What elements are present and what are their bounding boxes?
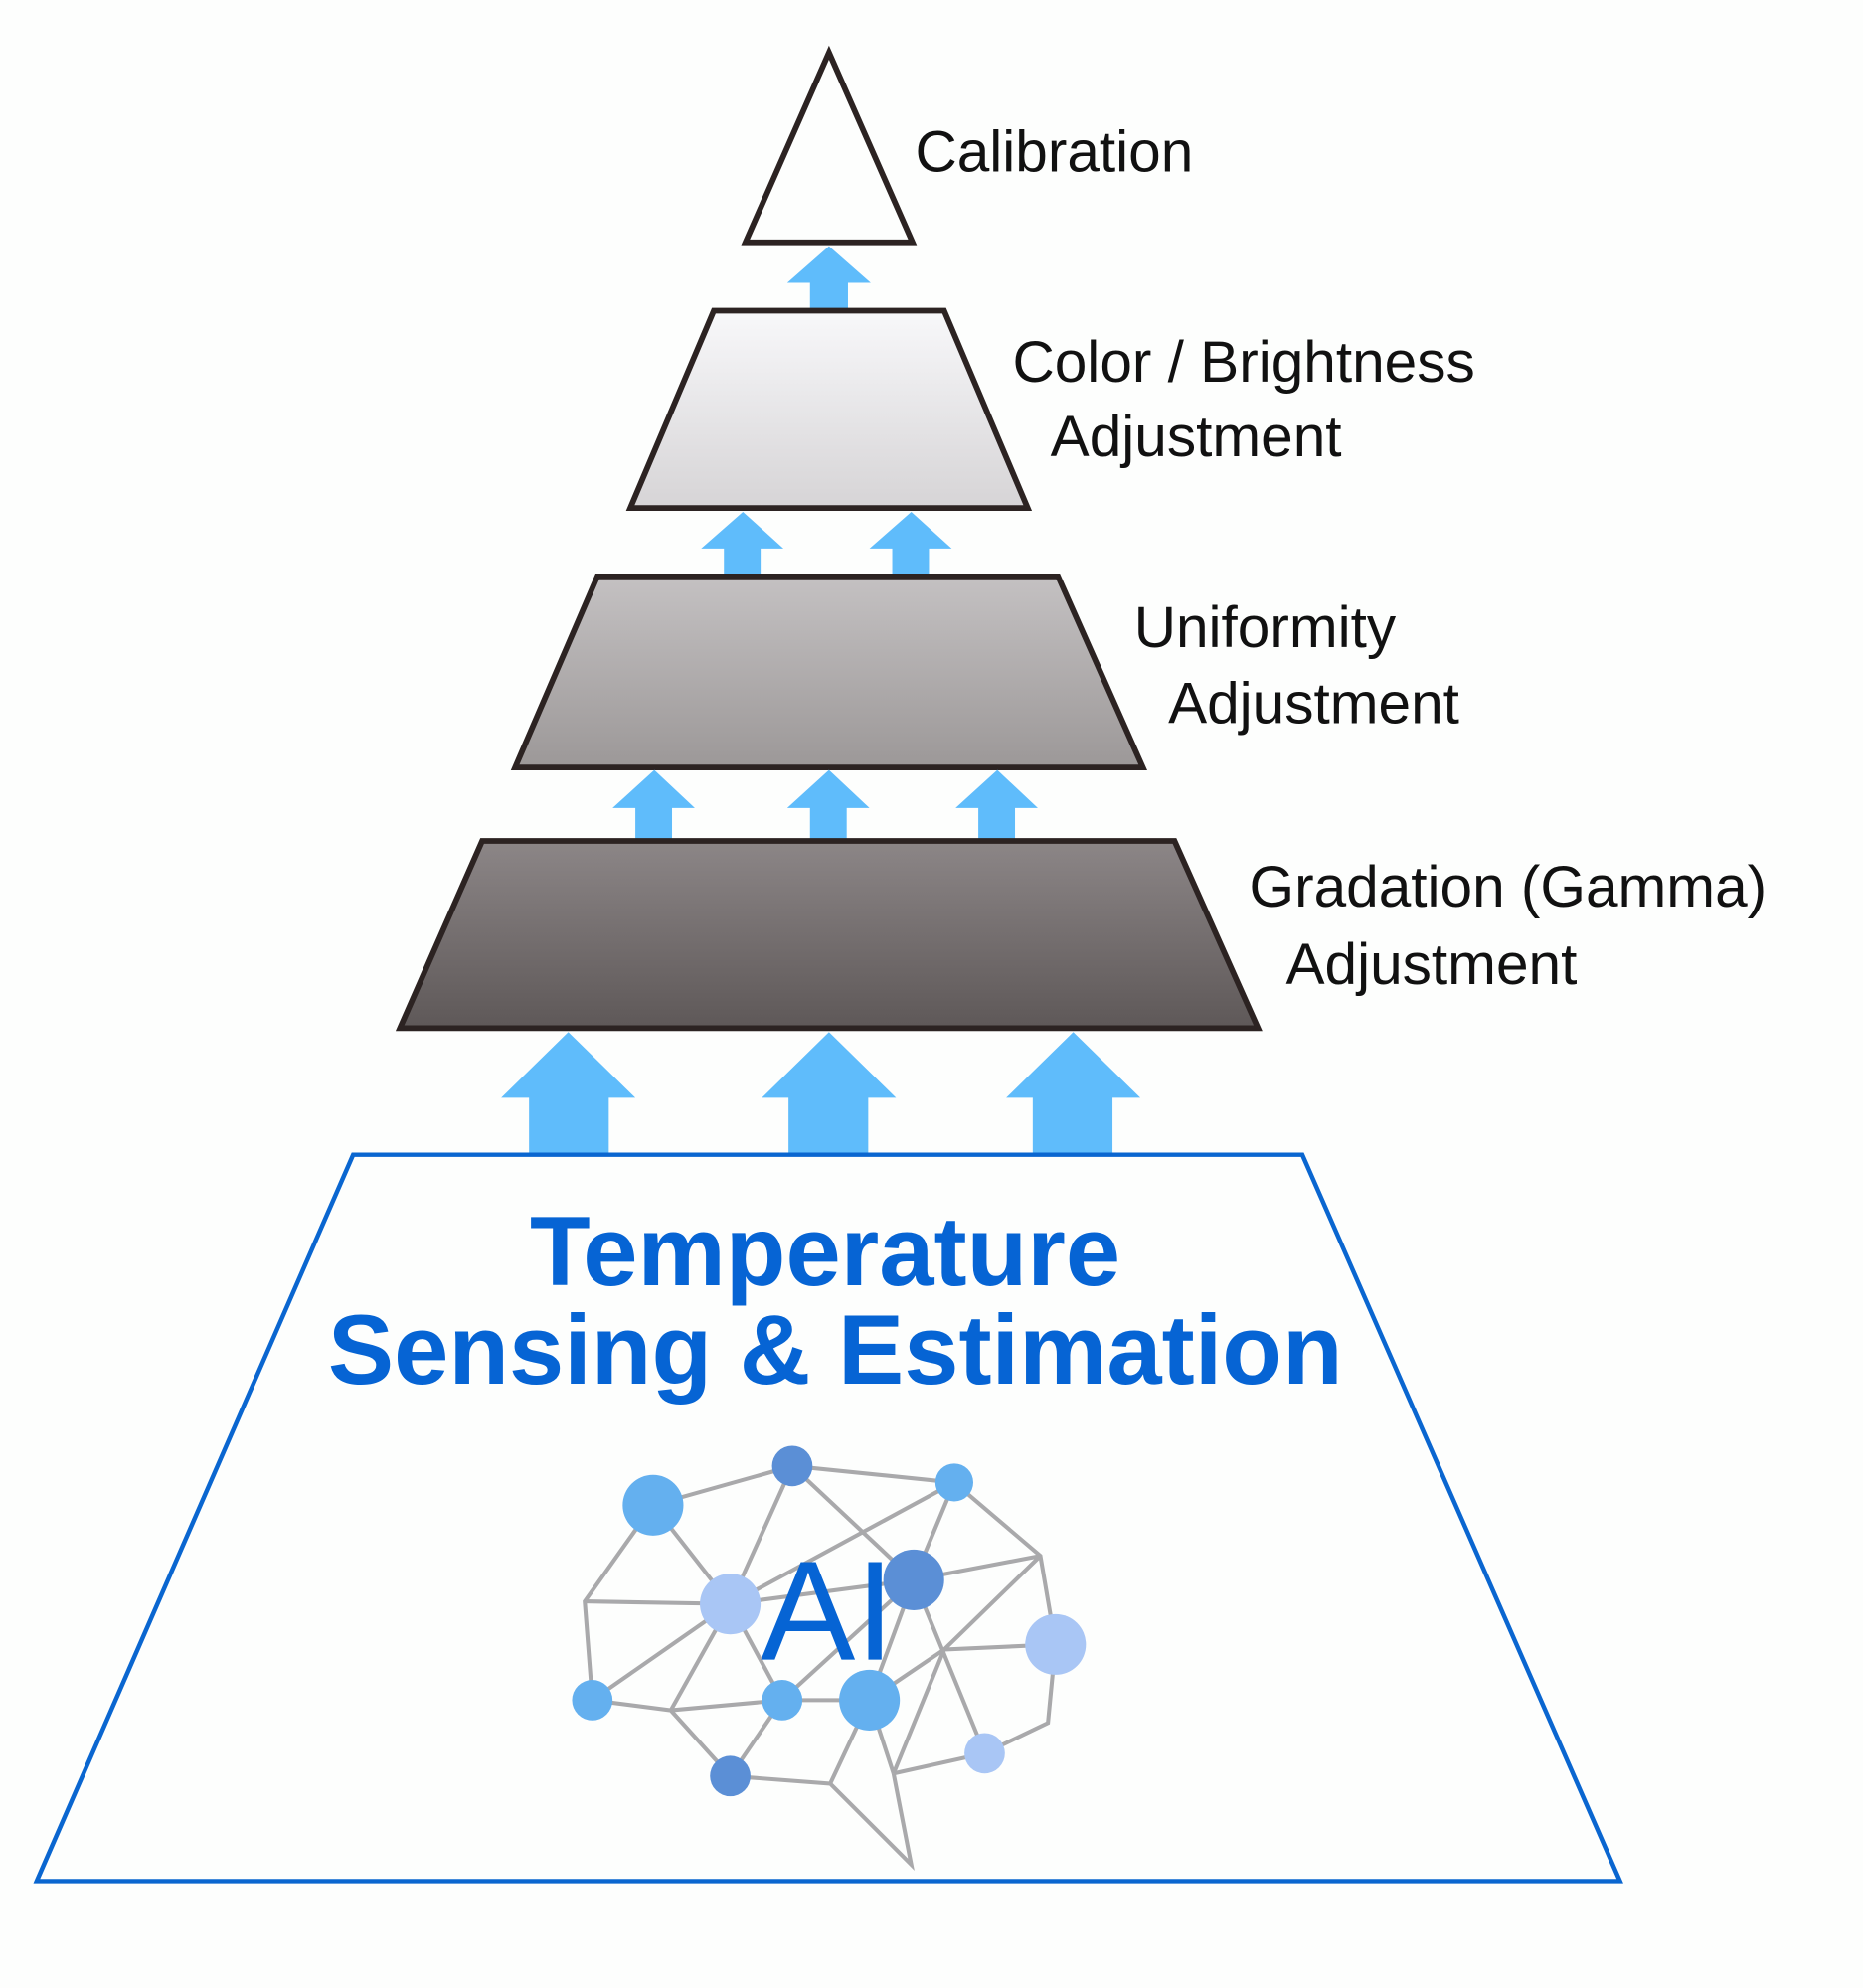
- network-node: [700, 1574, 762, 1635]
- network-node: [964, 1733, 1005, 1774]
- tier-color-brightness: Color / Brightness Adjustment: [625, 307, 1475, 511]
- up-arrow-icon: [955, 769, 1038, 840]
- arrows-tier4-to-tier3: [612, 769, 1038, 840]
- tier-gradation: Gradation (Gamma) Adjustment: [395, 838, 1768, 1032]
- calibration-triangle: [741, 45, 918, 246]
- ai-label: AI: [761, 1533, 895, 1691]
- up-arrow-icon: [1006, 1032, 1141, 1154]
- up-arrow-icon: [762, 1032, 897, 1154]
- up-arrow-icon: [869, 511, 952, 576]
- arrows-tier3-to-tier2: [701, 511, 952, 576]
- uniformity-label-line1: Uniformity: [1134, 595, 1397, 660]
- network-nodes: [572, 1445, 1087, 1797]
- up-arrow-icon: [612, 769, 695, 840]
- color-brightness-trapezoid: [625, 307, 1033, 511]
- base-title-line1: Temperature: [530, 1197, 1120, 1307]
- up-arrow-icon: [501, 1032, 636, 1154]
- network-node: [883, 1549, 944, 1610]
- tier-calibration: Calibration: [741, 45, 1193, 246]
- color-brightness-label-line2: Adjustment: [1051, 405, 1342, 469]
- up-arrow-icon: [701, 511, 784, 576]
- network-node: [762, 1680, 803, 1721]
- network-node: [710, 1755, 751, 1797]
- base-title-line2: Sensing & Estimation: [328, 1295, 1343, 1406]
- base-trapezoid: [33, 1152, 1623, 1884]
- up-arrow-icon: [786, 769, 870, 840]
- network-node: [572, 1680, 613, 1721]
- tier-base-temperature-sensing: Temperature Sensing & Estimation: [33, 1152, 1623, 1884]
- tier-uniformity: Uniformity Adjustment: [510, 574, 1459, 770]
- network-node: [934, 1463, 974, 1502]
- arrows-tier2-to-tier1: [786, 246, 871, 310]
- up-arrow-icon: [786, 246, 871, 310]
- color-brightness-label-line1: Color / Brightness: [1012, 330, 1474, 395]
- network-node: [839, 1669, 901, 1731]
- uniformity-label-line2: Adjustment: [1168, 672, 1459, 737]
- network-node: [771, 1445, 813, 1487]
- uniformity-trapezoid: [510, 574, 1148, 770]
- gradation-trapezoid: [395, 838, 1263, 1032]
- gradation-label-line1: Gradation (Gamma): [1250, 855, 1768, 919]
- calibration-label: Calibration: [915, 119, 1193, 184]
- arrows-base-to-tier4: [501, 1032, 1141, 1154]
- gradation-label-line2: Adjustment: [1285, 932, 1577, 997]
- network-node: [1025, 1613, 1087, 1675]
- network-node: [622, 1474, 684, 1536]
- brain-network-icon: AI: [572, 1445, 1087, 1872]
